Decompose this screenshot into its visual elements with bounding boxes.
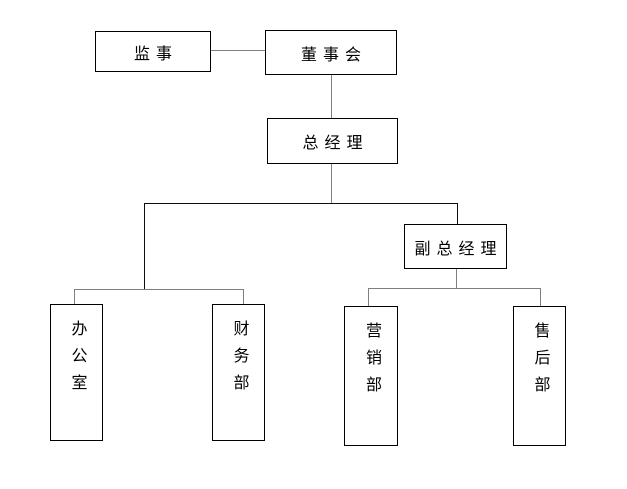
node-after-sales-dept: 售后部 xyxy=(513,306,566,446)
node-general-manager-label: 总经理 xyxy=(302,135,369,152)
edge-left-group-bracket xyxy=(74,289,244,290)
node-marketing-dept-label: 营销部 xyxy=(363,322,380,403)
edge-left-branch-drop xyxy=(144,203,145,289)
edge-board-gm-line xyxy=(331,75,332,118)
edge-office-stub xyxy=(74,289,75,304)
edge-marketing-stub xyxy=(368,288,369,306)
node-general-manager: 总经理 xyxy=(267,118,398,164)
edge-gm-trunk-line xyxy=(331,164,332,203)
edge-dgm-branch-drop xyxy=(457,203,458,224)
node-supervisor: 监事 xyxy=(95,31,211,72)
node-office-dept-label: 办公室 xyxy=(68,320,86,401)
node-board-label: 董事会 xyxy=(300,46,367,64)
edge-aftersales-stub xyxy=(540,288,541,306)
edge-supervisor-board-line xyxy=(211,50,265,51)
edge-right-group-bracket xyxy=(368,288,541,289)
edge-dgm-trunk-line xyxy=(456,269,457,289)
edge-finance-stub xyxy=(243,289,244,304)
node-board-of-directors: 董事会 xyxy=(265,30,397,75)
node-deputy-general-manager-label: 副总经理 xyxy=(414,240,503,258)
edge-gm-branch-bracket xyxy=(144,203,458,204)
node-after-sales-dept-label: 售后部 xyxy=(531,322,549,403)
node-finance-dept-label: 财务部 xyxy=(230,320,248,401)
node-deputy-general-manager: 副总经理 xyxy=(404,224,507,269)
node-finance-dept: 财务部 xyxy=(212,304,265,441)
node-supervisor-label: 监事 xyxy=(133,45,178,63)
node-marketing-dept: 营销部 xyxy=(344,306,398,446)
node-office-dept: 办公室 xyxy=(50,304,103,441)
